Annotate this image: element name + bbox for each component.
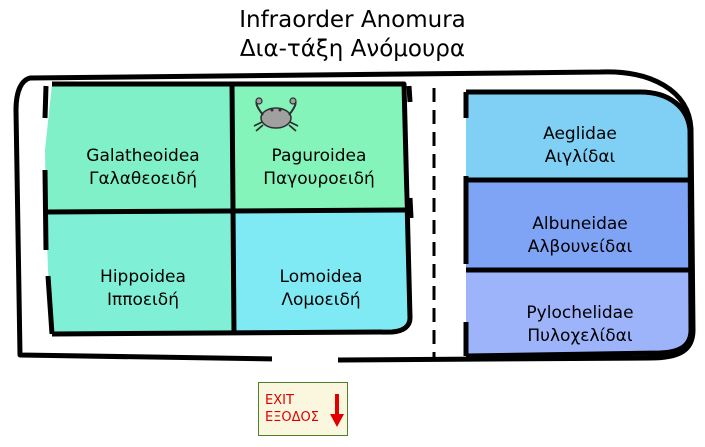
room-label-aeglidae[interactable]: Aeglidae Αιγλίδαι xyxy=(480,123,680,169)
room-label-lomoidea[interactable]: Lomoidea Λομοειδή xyxy=(234,266,408,312)
room-galatheoidea[interactable] xyxy=(45,84,232,212)
label-english: Pylochelidae xyxy=(526,303,634,323)
label-greek: Λομοειδή xyxy=(281,290,361,310)
label-english: Hippoidea xyxy=(100,267,186,287)
title-english: Infraorder Anomura xyxy=(239,7,466,33)
arrow-down-icon xyxy=(330,394,344,427)
room-label-paguroidea[interactable]: Paguroidea Παγουροειδή xyxy=(234,145,404,191)
room-label-hippoidea[interactable]: Hippoidea Ιπποειδή xyxy=(60,266,226,312)
exit-label-greek: ΕΞΟΔΟΣ xyxy=(265,410,319,425)
label-greek: Ιπποειδή xyxy=(106,290,179,310)
corridor-wall-lower xyxy=(407,197,414,219)
label-greek: Αιγλίδαι xyxy=(544,147,616,167)
diagram-title: Infraorder Anomura Δια-τάξη Ανόμουρα xyxy=(0,6,705,64)
label-english: Lomoidea xyxy=(279,267,363,287)
corridor-wall-upper xyxy=(406,85,413,103)
room-label-pylochelidae[interactable]: Pylochelidae Πυλοχελίδαι xyxy=(480,302,680,348)
left-block-divider-horizontal xyxy=(45,207,407,215)
title-greek: Δια-τάξη Ανόμουρα xyxy=(239,36,466,62)
room-label-galatheoidea[interactable]: Galatheoidea Γαλαθεοειδή xyxy=(60,145,226,191)
label-english: Albuneidae xyxy=(532,214,628,234)
label-english: Galatheoidea xyxy=(86,146,200,166)
label-english: Paguroidea xyxy=(271,146,367,166)
room-label-albuneidae[interactable]: Albuneidae Αλβουνείδαι xyxy=(480,213,680,259)
label-greek: Αλβουνείδαι xyxy=(527,237,633,257)
room-aeglidae[interactable] xyxy=(466,92,690,180)
room-albuneidae[interactable] xyxy=(466,180,690,270)
exit-sign-text: EXIT ΕΞΟΔΟΣ xyxy=(265,392,319,426)
label-greek: Πυλοχελίδαι xyxy=(527,326,633,346)
exit-doorway[interactable] xyxy=(272,345,338,365)
room-lomoidea[interactable] xyxy=(232,212,410,334)
exit-sign[interactable]: EXIT ΕΞΟΔΟΣ xyxy=(258,382,348,436)
room-pylochelidae[interactable] xyxy=(466,270,691,356)
room-hippoidea[interactable] xyxy=(46,212,232,334)
left-block-wall-top-stub xyxy=(42,85,49,119)
label-greek: Γαλαθεοειδή xyxy=(88,169,198,189)
left-block-outline xyxy=(51,81,413,337)
crab-icon xyxy=(253,97,299,132)
right-block-outline xyxy=(465,89,694,359)
exit-label-english: EXIT xyxy=(265,393,294,408)
left-block-wall-middle-stub xyxy=(42,169,49,251)
label-greek: Παγουροειδή xyxy=(263,169,375,189)
label-english: Aeglidae xyxy=(543,124,617,144)
left-block-wall-bottom-stub xyxy=(45,275,55,335)
